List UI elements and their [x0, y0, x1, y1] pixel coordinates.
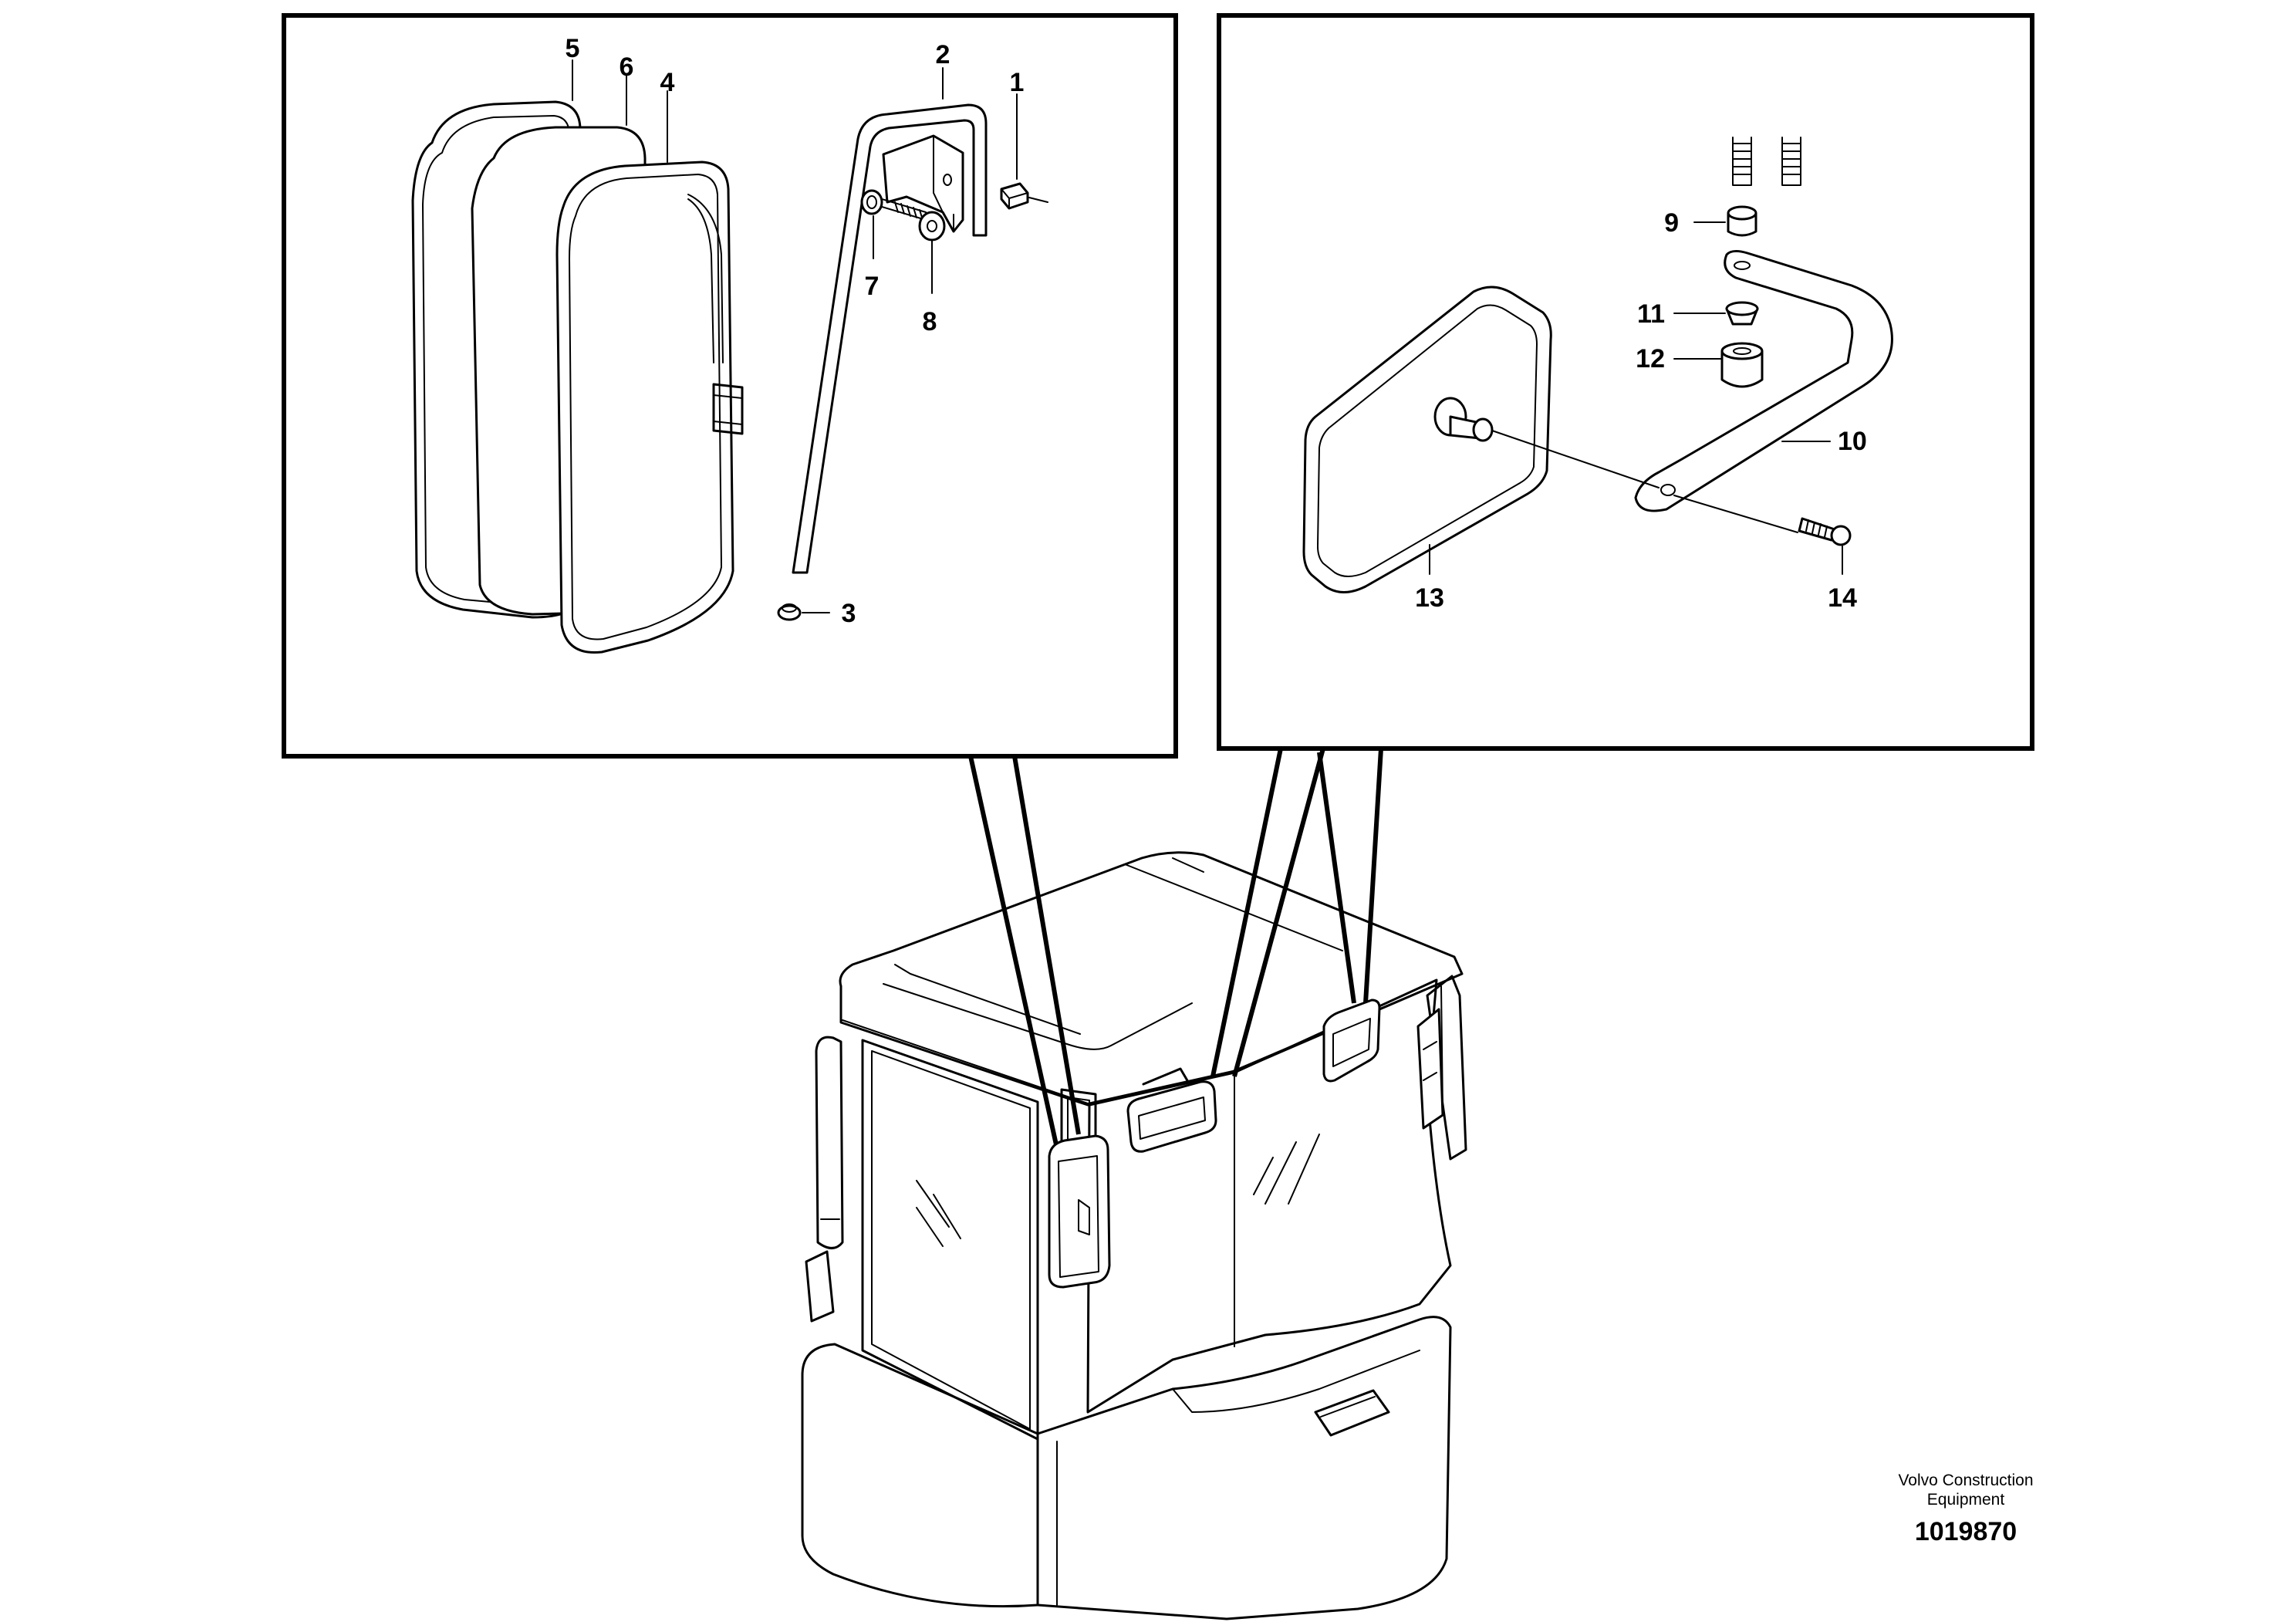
document-number: 1019870 — [1915, 1517, 2017, 1546]
mirror-arm-part-2 — [792, 103, 988, 574]
mirror-part-13 — [1302, 286, 1660, 593]
cab-right-mirror — [1322, 999, 1381, 1083]
cab-roof — [839, 851, 1464, 1107]
pointer-right — [1317, 748, 1383, 1004]
cab-side-window — [861, 1039, 1039, 1441]
callout-11: 11 — [1637, 299, 1665, 329]
washer-part-11 — [1725, 301, 1759, 326]
callout-9: 9 — [1664, 208, 1679, 238]
company-line-2: Equipment — [1927, 1491, 2005, 1509]
front-lamp — [1314, 1389, 1390, 1437]
bracket-arm-part-10 — [1634, 249, 1893, 512]
nut-part-1 — [1000, 182, 1048, 210]
right-detail-frame — [1217, 13, 2034, 751]
callout-3: 3 — [842, 599, 856, 628]
callout-5: 5 — [566, 34, 580, 63]
screw-part-14 — [1673, 495, 1852, 546]
callout-12: 12 — [1636, 344, 1665, 373]
cab-front-bumper — [1036, 1316, 1452, 1620]
cab-left-mirror — [1048, 1088, 1111, 1289]
cab-lower-body — [801, 1343, 1039, 1608]
callout-1: 1 — [1010, 68, 1025, 97]
washer-part-8 — [918, 211, 946, 242]
pointer-center — [1210, 748, 1325, 1077]
callout-13: 13 — [1415, 583, 1444, 613]
callout-4: 4 — [660, 68, 675, 97]
mirror-frame-part-4 — [555, 161, 734, 654]
cab-front-body — [1086, 978, 1452, 1414]
left-detail-frame — [282, 13, 1178, 759]
pointer-left — [968, 755, 1081, 1149]
cab-step — [805, 1250, 835, 1323]
mirror-clip — [712, 383, 744, 435]
left-handrail — [815, 1036, 844, 1249]
callout-7: 7 — [865, 272, 880, 301]
callout-14: 14 — [1828, 583, 1857, 613]
bushing-part-12 — [1720, 342, 1764, 388]
company-line-1: Volvo Construction — [1898, 1472, 2033, 1489]
left-detail-panel: 5 6 4 2 1 7 8 3 — [282, 13, 1178, 759]
mounting-studs — [1732, 137, 1801, 186]
callout-10: 10 — [1838, 427, 1867, 456]
right-detail-panel: 9 11 12 10 13 14 — [1217, 13, 2034, 751]
callout-2: 2 — [936, 40, 950, 69]
cab-illustration — [801, 851, 1467, 1620]
footer-block: Volvo Construction Equipment 1019870 — [1898, 1472, 2033, 1546]
cab-centre-mirror — [1126, 1067, 1217, 1153]
callout-6: 6 — [620, 52, 634, 82]
spacer-part-9 — [1727, 205, 1757, 237]
callout-8: 8 — [923, 307, 937, 336]
cap-part-3 — [777, 603, 802, 621]
cab-rear-panel — [1426, 975, 1467, 1161]
screw-part-7 — [860, 189, 927, 221]
